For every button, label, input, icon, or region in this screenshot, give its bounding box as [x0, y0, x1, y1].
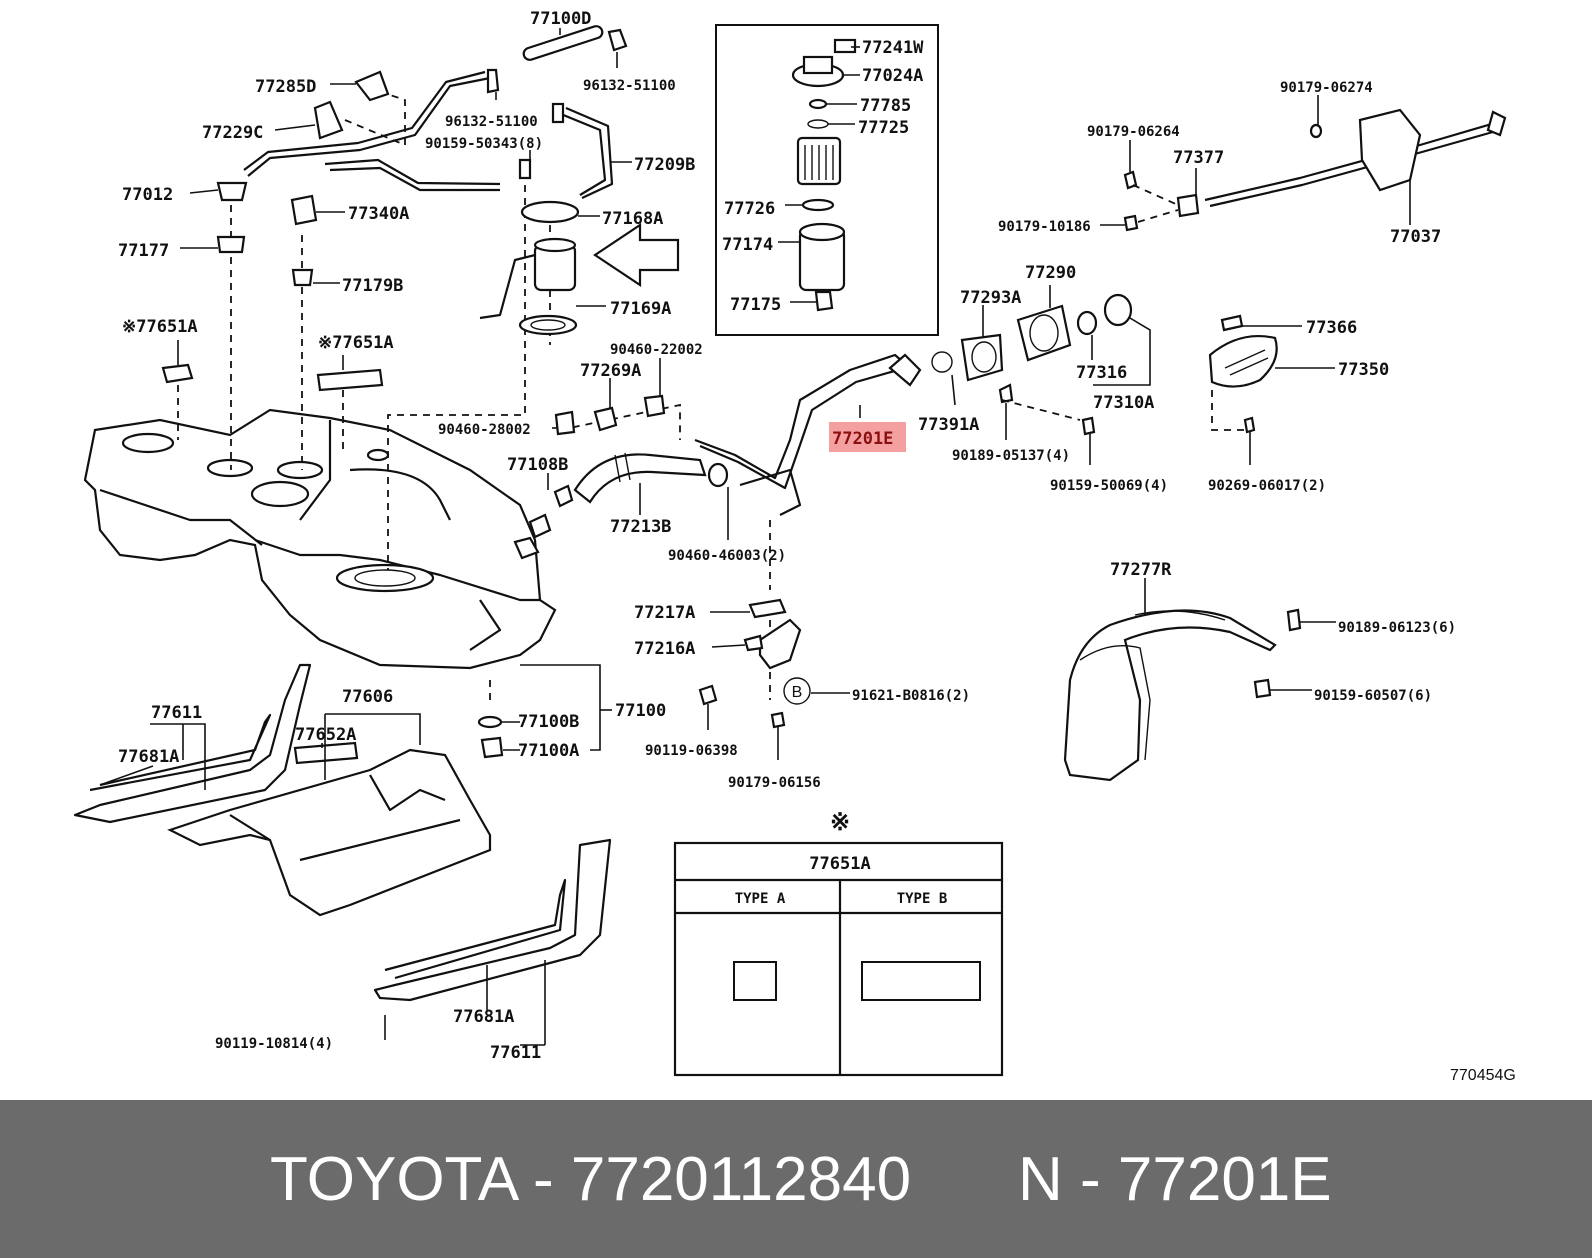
type-table-title: 77651A [809, 854, 870, 874]
callout-77037: 77037 [1390, 227, 1441, 247]
callout-90189-06123: 90189-06123(6) [1338, 620, 1456, 636]
diagram-ref-part: N - 77201E [1018, 1145, 1332, 1214]
fuel-filter-inset [715, 24, 939, 336]
callout-77269A: 77269A [580, 361, 641, 381]
callout-77391A: 77391A [918, 415, 979, 435]
filler-neck-parts [931, 293, 1133, 436]
callout-90460-28002: 90460-28002 [438, 422, 531, 438]
callout-77651A-b: ※77651A [318, 333, 394, 353]
callout-77285D: 77285D [255, 77, 316, 97]
type-a-header: TYPE A [735, 891, 786, 907]
callout-77175: 77175 [730, 295, 781, 315]
callout-77012: 77012 [122, 185, 173, 205]
tank-protector [167, 741, 492, 917]
callout-77277R: 77277R [1110, 560, 1172, 580]
fuel-tank [83, 408, 557, 670]
callout-90179-10186: 90179-10186 [998, 219, 1091, 235]
callout-77216A: 77216A [634, 639, 695, 659]
callout-77177: 77177 [118, 241, 169, 261]
callout-77174: 77174 [722, 235, 773, 255]
footer-bar: TOYOTA - 7720112840 N - 77201E [0, 1100, 1592, 1258]
selected-part-highlight [829, 422, 906, 452]
callout-77611-b: 77611 [490, 1043, 541, 1063]
drain-plug [477, 715, 504, 759]
callout-77726: 77726 [724, 199, 775, 219]
callout-77169A: 77169A [610, 299, 671, 319]
callout-77725: 77725 [858, 118, 909, 138]
callout-77350: 77350 [1338, 360, 1389, 380]
type-b-header: TYPE B [897, 891, 948, 907]
callout-77652A: 77652A [295, 725, 356, 745]
callout-77606: 77606 [342, 687, 393, 707]
callout-77785: 77785 [860, 96, 911, 116]
tank-bands [73, 663, 612, 1002]
callout-77108B: 77108B [507, 455, 568, 475]
callout-77179B: 77179B [342, 276, 403, 296]
callout-96132-51100-b: 96132-51100 [445, 114, 538, 130]
callout-77209B: 77209B [634, 155, 695, 175]
callout-77651A-a: ※77651A [122, 317, 198, 337]
callout-90159-50069: 90159-50069(4) [1050, 478, 1168, 494]
callout-91621-B0816: 91621-B0816(2) [852, 688, 970, 704]
b-marker: B [792, 684, 803, 701]
fuel-lid-opener [1123, 108, 1507, 232]
callout-77100A: 77100A [518, 741, 579, 761]
filler-pipe-bracket: B [698, 598, 811, 729]
callout-77366: 77366 [1306, 318, 1357, 338]
callout-77611-a: 77611 [151, 703, 202, 723]
type-table: ※ 77651A TYPE A TYPE B [673, 808, 1004, 1077]
callout-77100B: 77100B [518, 712, 579, 732]
callout-77340A: 77340A [348, 204, 409, 224]
callout-77213B: 77213B [610, 517, 671, 537]
note-mark: ※ [830, 808, 850, 836]
callout-77310A: 77310A [1093, 393, 1154, 413]
callout-96132-51100-a: 96132-51100 [583, 78, 676, 94]
callout-90460-46003: 90460-46003(2) [668, 548, 786, 564]
callout-90179-06264: 90179-06264 [1087, 124, 1180, 140]
callout-77681A-a: 77681A [118, 747, 179, 767]
callout-90159-50343: 90159-50343(8) [425, 136, 543, 152]
callout-77217A: 77217A [634, 603, 695, 623]
callout-77201E: 77201E [832, 429, 893, 449]
callout-90179-06156: 90179-06156 [728, 775, 821, 791]
callout-77241W: 77241W [862, 38, 924, 58]
callout-90460-22002: 90460-22002 [610, 342, 703, 358]
parts-diagram: B [73, 9, 1516, 1084]
callout-77168A: 77168A [602, 209, 663, 229]
fender-liner [1063, 608, 1302, 782]
vent-hoses [216, 25, 628, 287]
callout-77316: 77316 [1076, 363, 1127, 383]
fuel-lid [1208, 314, 1278, 434]
callout-77290: 77290 [1025, 263, 1076, 283]
service-covers [161, 363, 384, 392]
callout-77377: 77377 [1173, 148, 1224, 168]
callout-77100: 77100 [615, 701, 666, 721]
callout-77681A-b: 77681A [453, 1007, 514, 1027]
callout-labels: 77100D 96132-51100 96132-51100 77285D 77… [118, 9, 1516, 1084]
callout-90119-06398: 90119-06398 [645, 743, 738, 759]
callout-77024A: 77024A [862, 66, 923, 86]
brand-part-number: TOYOTA - 7720112840 [270, 1145, 912, 1214]
connector-hoses [528, 394, 729, 539]
callout-90269-06017: 90269-06017(2) [1208, 478, 1326, 494]
leader-lines [99, 28, 1411, 1046]
callout-77293A: 77293A [960, 288, 1021, 308]
callout-77100D: 77100D [530, 9, 591, 29]
callout-77229C: 77229C [202, 123, 263, 143]
callout-90119-10814: 90119-10814(4) [215, 1036, 333, 1052]
fuel-filler-pipe [694, 353, 922, 516]
diagram-ref-code: 770454G [1450, 1067, 1516, 1084]
callout-90189-05137: 90189-05137(4) [952, 448, 1070, 464]
fuel-pump-assembly [479, 200, 680, 336]
callout-90159-60507: 90159-60507(6) [1314, 688, 1432, 704]
callout-90179-06274: 90179-06274 [1280, 80, 1373, 96]
